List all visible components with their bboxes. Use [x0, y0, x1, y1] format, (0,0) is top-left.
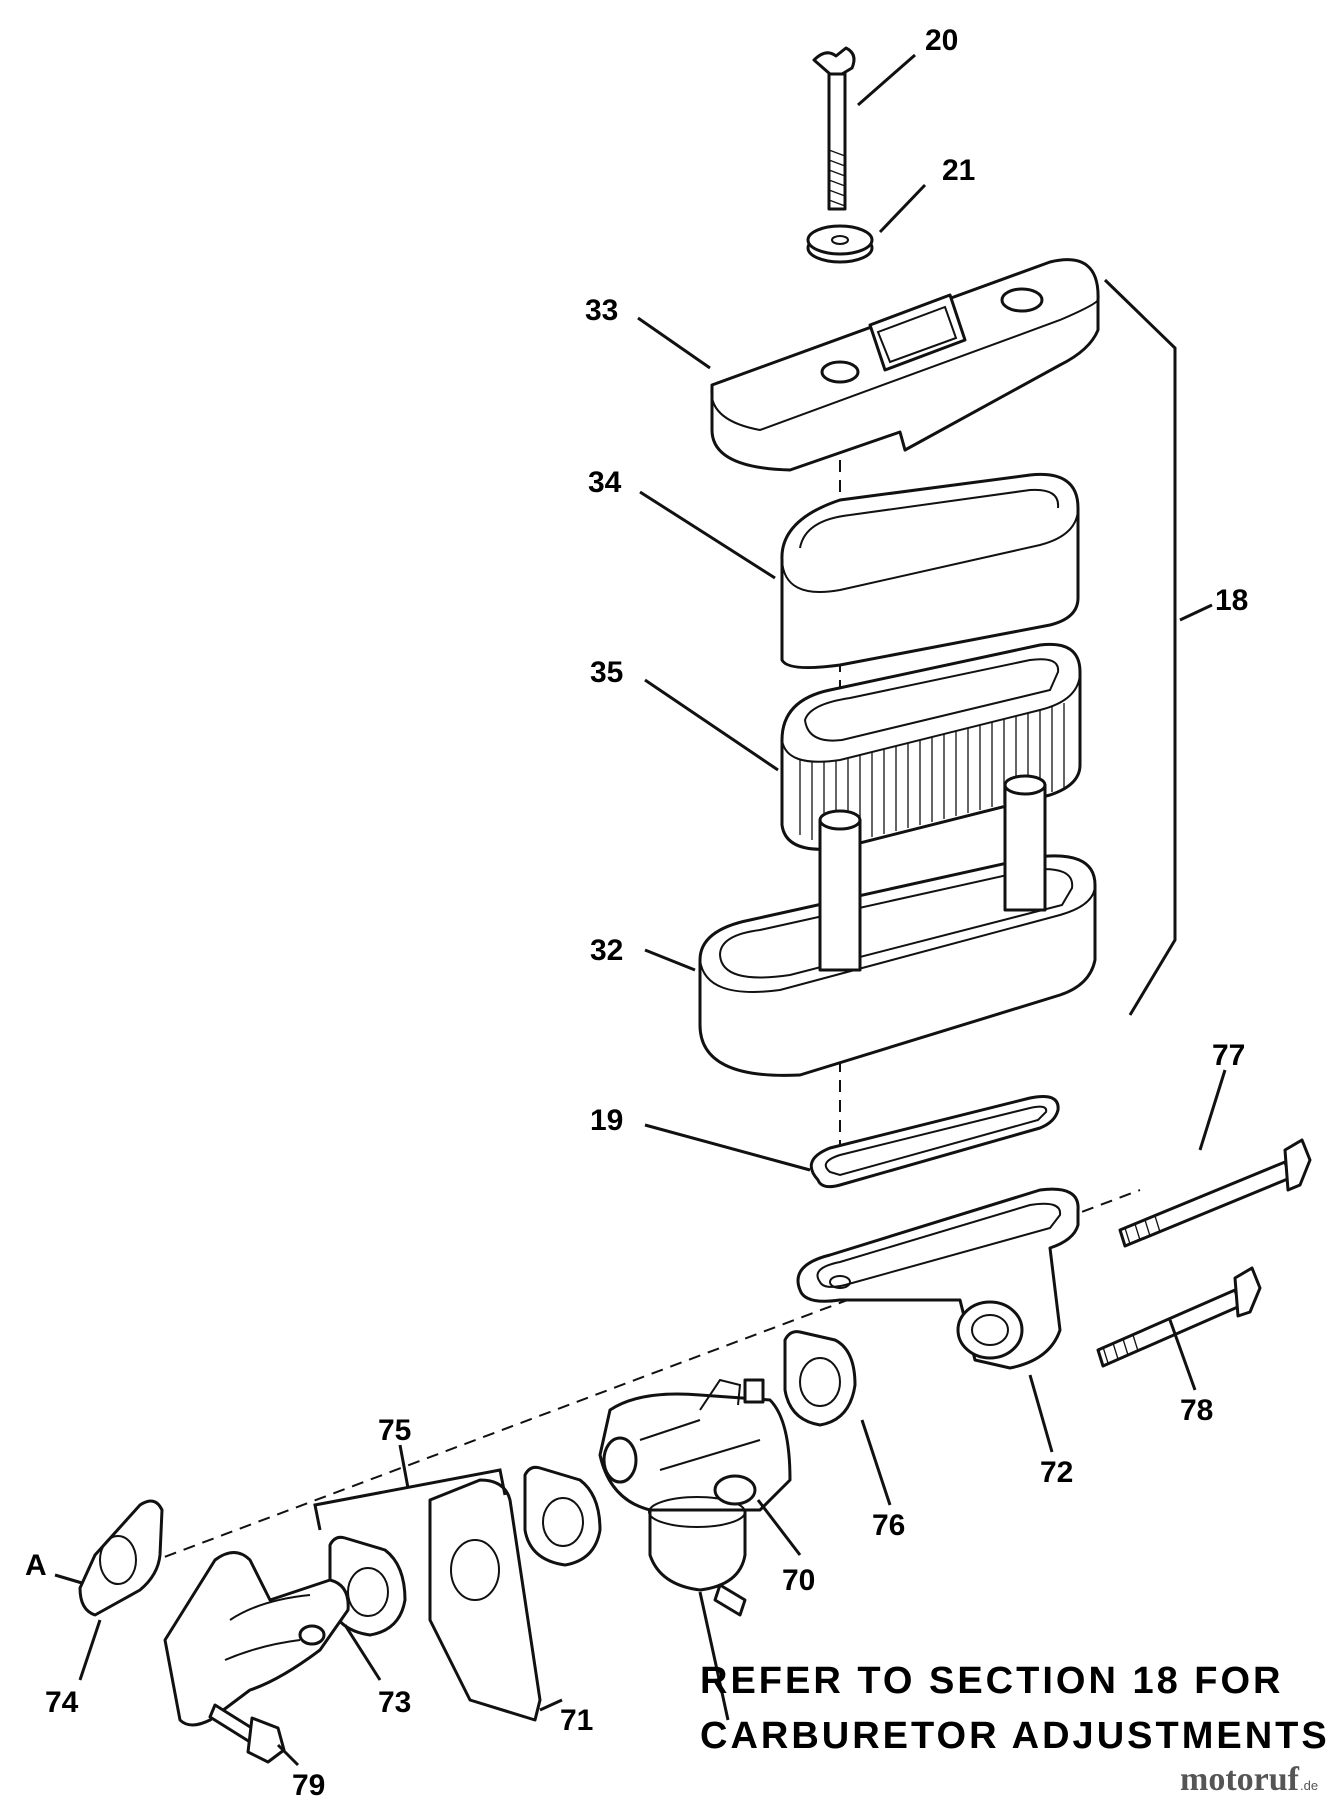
callout-32: 32 [590, 934, 623, 967]
callout-70: 70 [782, 1564, 815, 1597]
callout-73: 73 [378, 1686, 411, 1719]
manifold-gasket-part [78, 1499, 164, 1617]
callout-76: 76 [872, 1509, 905, 1542]
washer-part [806, 224, 874, 264]
carburetor-part [598, 1378, 792, 1617]
callout-A: A [25, 1549, 47, 1582]
watermark-suffix: .de [1300, 1778, 1318, 1793]
callout-20: 20 [925, 24, 958, 57]
callout-35: 35 [590, 656, 623, 689]
pre-cleaner-part [780, 472, 1080, 670]
note-line-2: CARBURETOR ADJUSTMENTS [700, 1715, 1330, 1757]
callout-72: 72 [1040, 1456, 1073, 1489]
manifold-screw-part [208, 1703, 286, 1764]
long-bolt-lower-part [1096, 1266, 1262, 1368]
callout-33: 33 [585, 294, 618, 327]
assembly-bracket [1103, 278, 1177, 1016]
callout-78: 78 [1180, 1394, 1213, 1427]
callout-34: 34 [588, 466, 622, 499]
callout-19: 19 [590, 1104, 623, 1137]
note-line-1: REFER TO SECTION 18 FOR [700, 1660, 1283, 1702]
heat-shield-part [428, 1478, 542, 1722]
watermark-brand: motoruf [1180, 1761, 1300, 1798]
air-cleaner-cover-part [710, 258, 1100, 472]
base-gasket-part [809, 1095, 1060, 1189]
callout-21: 21 [942, 154, 975, 187]
intake-manifold-part [163, 1551, 350, 1727]
air-cleaner-base-part [698, 774, 1097, 1077]
gaskets-bracket-stem [398, 1444, 410, 1489]
callout-18: 18 [1215, 584, 1248, 617]
elbow-part [796, 1187, 1080, 1370]
carb-gasket-right-part [783, 1330, 857, 1427]
callout-71: 71 [560, 1704, 593, 1737]
callout-77: 77 [1212, 1039, 1245, 1072]
assembly-axis-horizontal [89, 1189, 1141, 1586]
callout-79: 79 [292, 1769, 325, 1800]
leader-lines [54, 53, 1227, 1767]
callout-labels: 20 21 33 34 18 35 32 77 19 78 72 75 76 7… [25, 24, 1248, 1800]
spacer-gasket-upper-part [523, 1465, 602, 1567]
callout-75: 75 [378, 1414, 411, 1447]
long-bolt-upper-part [1118, 1138, 1312, 1248]
callout-74: 74 [45, 1686, 79, 1719]
wing-bolt-part [812, 46, 856, 211]
